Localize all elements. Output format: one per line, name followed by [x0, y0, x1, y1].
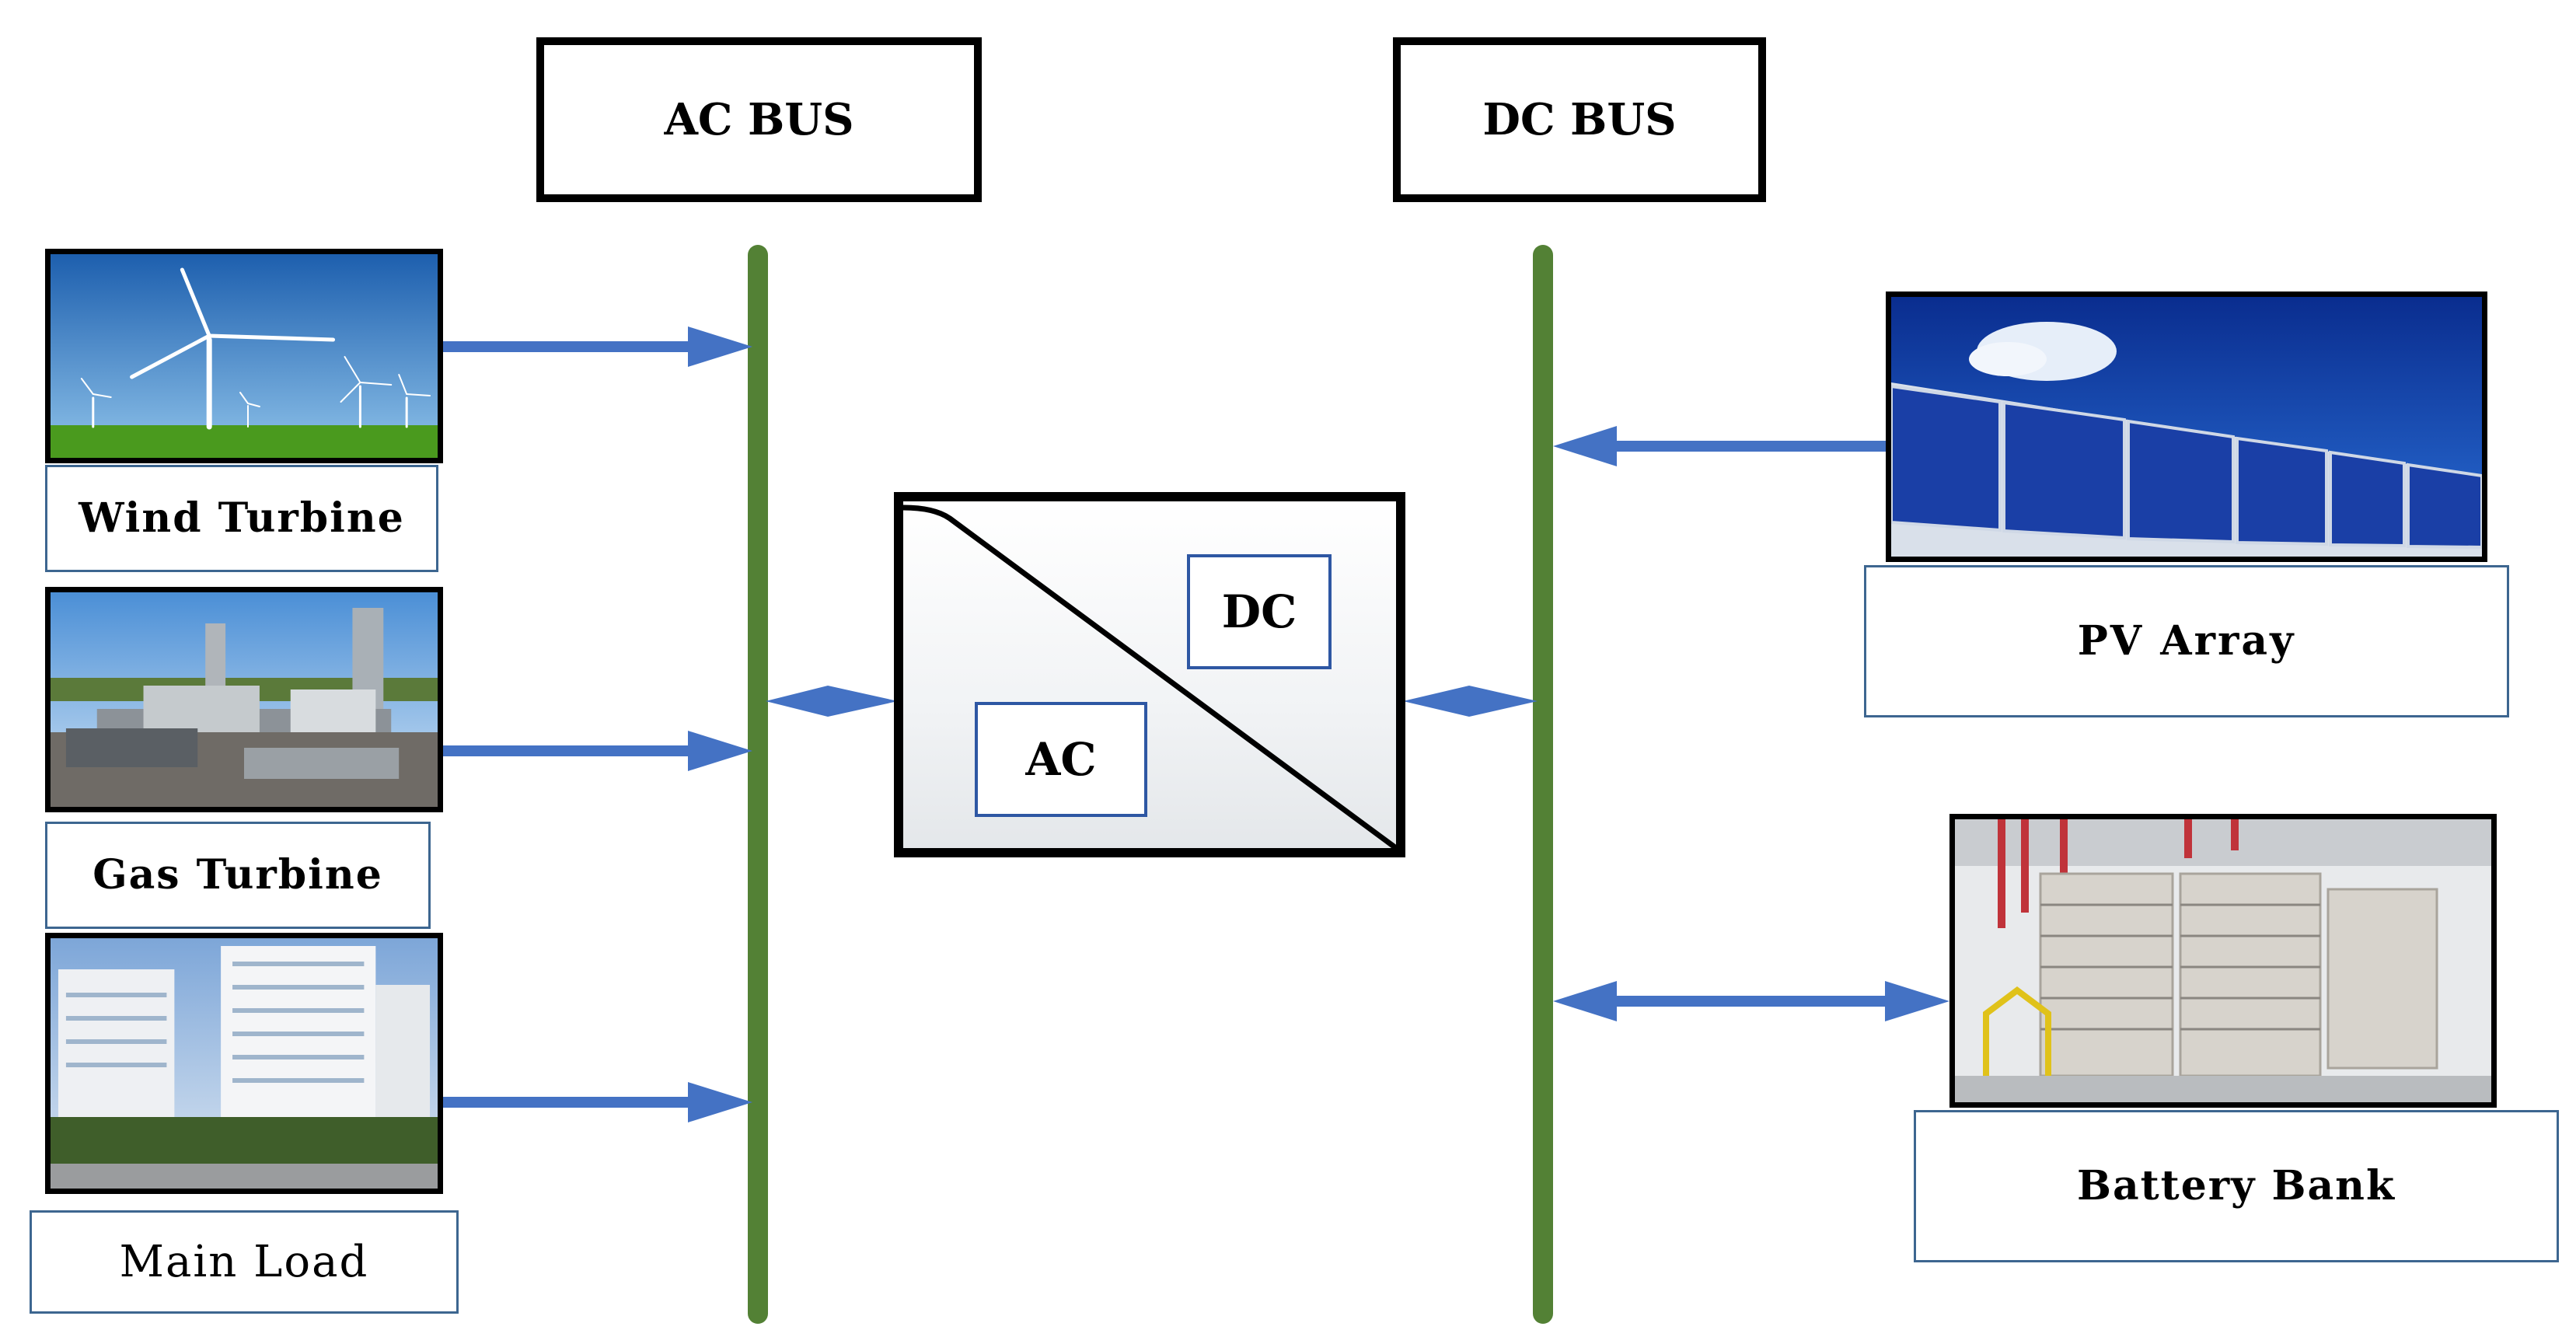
- ac-converter-link: [766, 686, 898, 717]
- pv-array-label: PV Array: [1864, 565, 2509, 717]
- pv-to-dc-arrow: [1553, 426, 1889, 466]
- dc-bus-title: DC BUS: [1393, 37, 1766, 202]
- dc-battery-arrow: [1553, 981, 1949, 1021]
- battery-bank-label: Battery Bank: [1914, 1110, 2559, 1262]
- main-load-label: Main Load: [30, 1210, 459, 1314]
- city-buildings-photo: [45, 933, 443, 1194]
- wind-to-ac-arrow: [435, 326, 752, 367]
- converter-ac-label: AC: [975, 702, 1147, 817]
- wind-turbine-label: Wind Turbine: [45, 465, 438, 572]
- battery-racks-photo: [1949, 814, 2497, 1108]
- load-ac-arrow: [435, 1082, 752, 1122]
- gas-turbine-photo: [45, 587, 443, 812]
- ac-dc-converter: DC AC: [894, 492, 1405, 857]
- converter-dc-label: DC: [1187, 554, 1332, 669]
- gas-turbine-label: Gas Turbine: [45, 822, 431, 929]
- wind-turbine-photo: [45, 249, 443, 463]
- gas-to-ac-arrow: [435, 731, 752, 771]
- solar-panels-photo: [1886, 291, 2487, 562]
- ac-bus-title: AC BUS: [536, 37, 982, 202]
- converter-dc-link: [1403, 686, 1538, 717]
- converter-diagonal: [903, 504, 1396, 848]
